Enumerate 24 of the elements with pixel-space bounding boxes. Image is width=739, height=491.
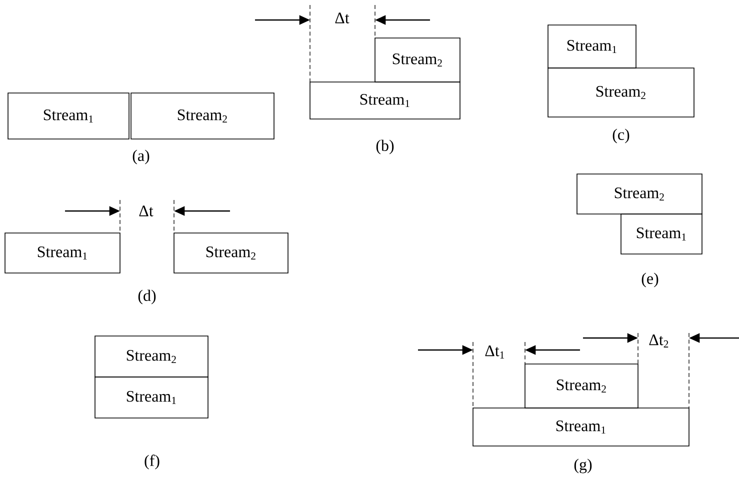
diagram-label: Δt	[139, 206, 154, 216]
stream-box: Stream$_{1}$	[94, 376, 208, 418]
stream-box: Stream$_{1}$	[4, 232, 120, 274]
stream-box: Stream$_{1}$	[620, 214, 702, 254]
stream-box: Stream$_{2}$	[548, 68, 694, 118]
stream-box: Stream$_{2}$	[374, 38, 460, 82]
stream-box: Stream$_{1}$	[8, 92, 130, 140]
diagram-label: (b)	[376, 140, 394, 154]
diagram-label: (c)	[612, 128, 630, 144]
diagram-label: Δt$_{2}$	[649, 334, 668, 348]
stream-box: Stream$_{2}$	[94, 336, 208, 378]
stream-box: Stream$_{2}$	[576, 174, 702, 214]
stream-box: Stream$_{2}$	[174, 232, 288, 274]
diagram-label: (f)	[144, 454, 160, 470]
diagram-label: (a)	[132, 150, 150, 164]
stream-box: Stream$_{1}$	[548, 24, 636, 68]
stream-box: Stream$_{1}$	[310, 82, 460, 120]
diagram-label: Δt	[335, 12, 350, 24]
diagram-label: (d)	[138, 290, 156, 304]
diagram-label: (e)	[642, 272, 658, 288]
diagram-label: Δt$_{1}$	[485, 346, 504, 358]
stream-box: Stream$_{2}$	[130, 92, 274, 140]
stream-box: Stream$_{1}$	[472, 408, 690, 446]
stream-box: Stream$_{2}$	[524, 364, 638, 408]
